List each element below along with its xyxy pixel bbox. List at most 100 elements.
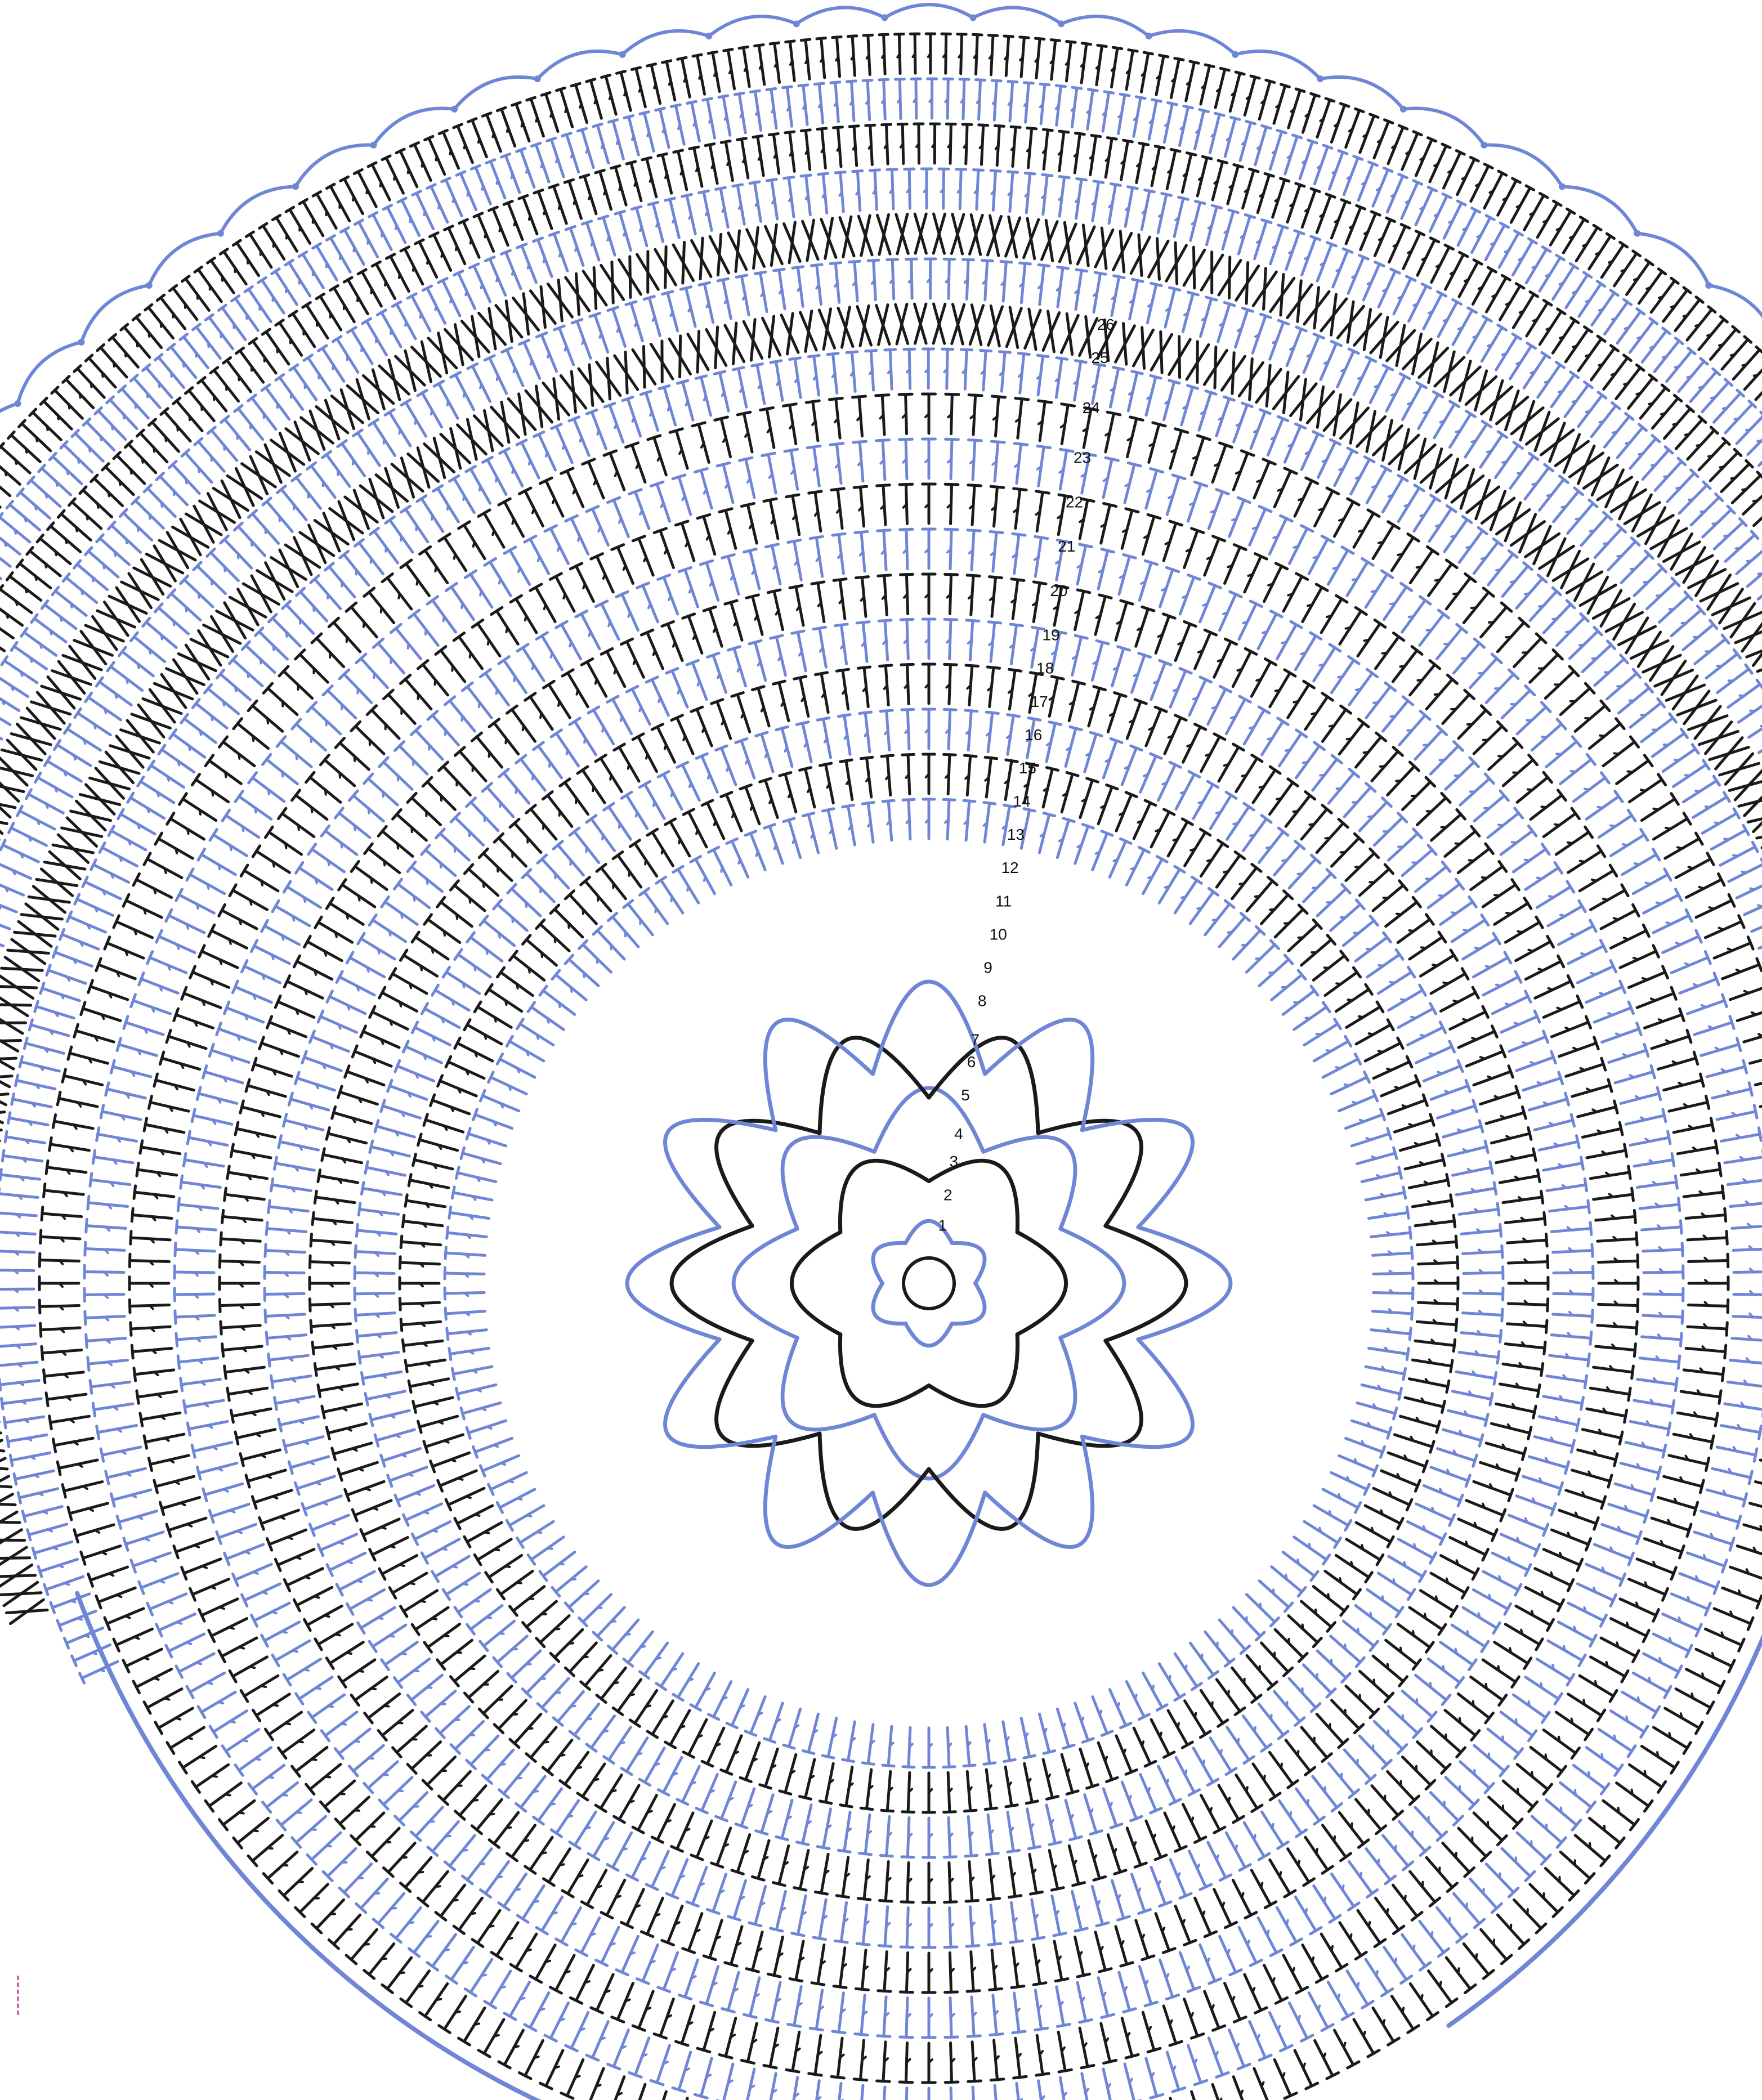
- double-crochet-top: [764, 825, 775, 829]
- double-crochet-top: [736, 739, 747, 743]
- double-crochet-top: [1102, 831, 1112, 835]
- double-crochet-bar: [1327, 1050, 1331, 1051]
- double-crochet-top: [837, 669, 848, 671]
- double-crochet-top: [838, 1850, 850, 1852]
- double-crochet-bar: [1379, 1051, 1383, 1052]
- double-crochet-bar: [341, 843, 342, 847]
- double-crochet-bar: [494, 1017, 495, 1022]
- double-crochet-bar: [1233, 823, 1238, 824]
- double-crochet-top: [231, 1144, 233, 1157]
- double-crochet-bar: [1585, 789, 1589, 790]
- double-crochet-top: [794, 677, 806, 679]
- double-crochet-bar: [347, 1561, 352, 1562]
- double-crochet-bar: [367, 1600, 372, 1601]
- double-crochet-top: [984, 803, 995, 804]
- double-crochet-top: [1403, 1187, 1406, 1198]
- double-crochet-bar: [559, 1002, 560, 1007]
- double-crochet-top: [1047, 1797, 1058, 1799]
- double-crochet-top: [945, 484, 958, 485]
- double-crochet-top: [700, 2002, 712, 2006]
- double-crochet-top: [1687, 1030, 1691, 1042]
- double-crochet-top: [776, 1837, 788, 1839]
- double-crochet-bar: [305, 989, 307, 994]
- double-crochet-top: [760, 778, 771, 782]
- double-crochet-bar: [1364, 640, 1369, 641]
- double-crochet-bar: [1228, 1691, 1229, 1695]
- double-crochet-bar: [272, 955, 274, 959]
- double-crochet-top: [1615, 791, 1622, 802]
- double-crochet-bar: [549, 762, 550, 767]
- double-crochet-bar: [293, 916, 294, 921]
- double-crochet-top: [883, 800, 894, 802]
- double-crochet-top: [1151, 2094, 1163, 2098]
- double-crochet-bar: [1309, 1544, 1310, 1548]
- double-crochet-top: [446, 1976, 457, 1983]
- double-crochet-top: [1014, 444, 1027, 445]
- double-crochet-top: [271, 1376, 272, 1388]
- double-crochet-bar: [722, 720, 724, 724]
- double-crochet-bar: [473, 1800, 477, 1801]
- double-crochet-icon: [1732, 1338, 1762, 1341]
- double-crochet-top: [1537, 1170, 1540, 1181]
- double-crochet-bar: [1231, 717, 1236, 718]
- double-crochet-top: [784, 1745, 794, 1748]
- double-crochet-bar: [1197, 908, 1202, 909]
- double-crochet-bar: [673, 1774, 677, 1775]
- double-crochet-bar: [616, 1896, 620, 1898]
- double-crochet-top: [820, 1801, 831, 1803]
- double-crochet-bar: [315, 1596, 319, 1597]
- double-crochet-bar: [1638, 1698, 1639, 1702]
- double-crochet-bar: [1360, 1120, 1364, 1122]
- double-crochet-top: [1099, 1969, 1111, 1972]
- double-crochet-top: [184, 1153, 186, 1166]
- double-crochet-top: [794, 1888, 806, 1890]
- double-crochet-top: [883, 1765, 894, 1766]
- double-crochet-top: [1678, 1356, 1679, 1368]
- double-crochet-top: [246, 1080, 249, 1091]
- double-crochet-bar: [1591, 973, 1595, 975]
- double-crochet-top: [900, 2082, 913, 2083]
- double-crochet-bar: [1549, 988, 1553, 990]
- double-crochet-top: [88, 1196, 89, 1209]
- double-crochet-bar: [1212, 1703, 1213, 1707]
- double-crochet-bar: [1217, 812, 1221, 813]
- double-crochet-bar: [662, 849, 663, 853]
- double-crochet-bar: [525, 616, 526, 620]
- double-crochet-top: [945, 2037, 958, 2038]
- double-crochet-top: [797, 1842, 808, 1845]
- double-crochet-top: [1104, 2060, 1116, 2063]
- double-crochet-bar: [1268, 584, 1273, 585]
- double-crochet-bar: [603, 1731, 607, 1732]
- double-crochet-top: [1592, 1244, 1593, 1257]
- double-crochet-top: [712, 700, 723, 704]
- double-crochet-top: [1743, 1494, 1747, 1506]
- double-crochet-bar: [672, 792, 673, 796]
- double-crochet-bar: [637, 1753, 641, 1754]
- double-crochet-top: [741, 503, 754, 506]
- double-crochet-top: [231, 1410, 233, 1422]
- double-crochet-bar: [239, 920, 241, 924]
- double-crochet-top: [964, 755, 976, 756]
- double-crochet-top: [1730, 1538, 1734, 1551]
- double-crochet-top: [101, 1449, 104, 1461]
- double-crochet-bar: [1378, 1860, 1379, 1864]
- double-crochet-bar: [1353, 802, 1357, 803]
- double-crochet-icon: [814, 2081, 820, 2100]
- double-crochet-top: [452, 1187, 454, 1198]
- double-crochet-top: [722, 2009, 735, 2012]
- double-crochet-top: [176, 1221, 177, 1233]
- double-crochet-bar: [1702, 1005, 1706, 1008]
- double-crochet-top: [944, 709, 956, 710]
- double-crochet-bar: [1627, 1623, 1629, 1627]
- double-crochet-bar: [1456, 1649, 1457, 1654]
- double-crochet-top: [1107, 1777, 1117, 1781]
- double-crochet-bar: [620, 1743, 624, 1744]
- double-crochet-bar: [1409, 930, 1414, 931]
- double-crochet-top: [1008, 1850, 1019, 1852]
- double-crochet-top: [473, 1447, 477, 1457]
- double-crochet-bar: [325, 790, 326, 794]
- double-crochet-top: [117, 1516, 120, 1528]
- double-crochet-top: [327, 1427, 329, 1439]
- double-crochet-bar: [1236, 1846, 1237, 1850]
